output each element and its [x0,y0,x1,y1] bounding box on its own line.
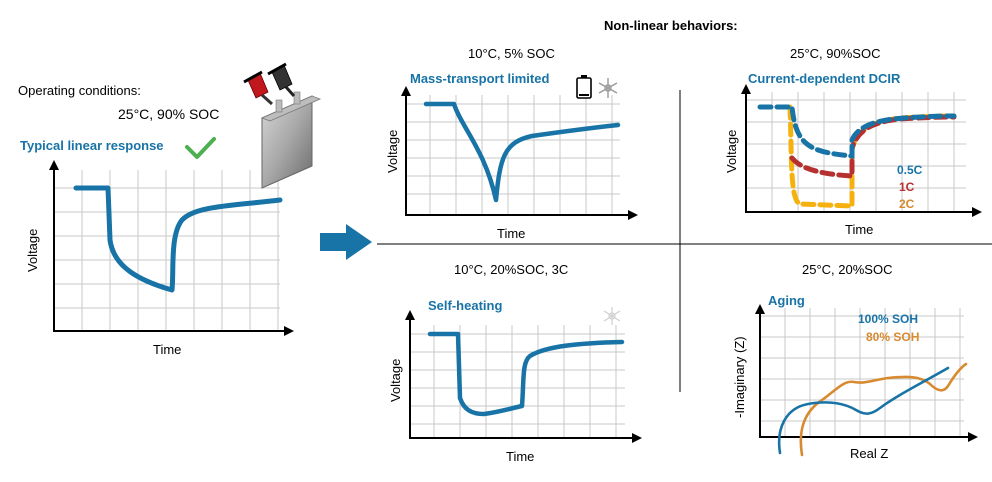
aging-xlabel: Real Z [850,446,889,461]
dcir-ylabel: Voltage [724,129,739,173]
dcir-condition: 25°C, 90%SOC [790,46,881,61]
probe-black-icon [267,62,296,97]
main-xlabel: Time [153,342,182,357]
nonlinear-header: Non-linear behaviors: [604,18,738,33]
aging-curve-80soh [799,362,968,457]
aging-curve-100soh [777,366,950,455]
aging-chart-grid [760,308,964,436]
probe-red-icon [243,70,274,106]
mass-condition: 10°C, 5% SOC [468,46,555,61]
snowflake-faint-icon [603,307,621,325]
typical-response-title: Typical linear response [20,138,164,153]
check-icon [185,137,216,159]
heat-voltage-curve [427,331,625,417]
aging-legend-100soh: 100% SOH [858,312,919,326]
aging-condition: 25°C, 20%SOC [802,262,893,277]
aging-title: Aging [768,293,805,308]
main-ylabel: Voltage [25,228,40,272]
low-battery-icon [576,75,592,99]
battery-cell-icon [260,91,322,189]
heat-ylabel: Voltage [388,358,403,402]
heat-condition: 10°C, 20%SOC, 3C [454,262,569,277]
dcir-chart-axes [741,84,982,217]
dcir-curve-05c [757,104,957,159]
mass-title: Mass-transport limited [410,71,550,86]
mass-chart-grid [406,95,620,214]
main-voltage-curve [73,185,283,293]
dcir-legend-1c: 1C [899,180,915,194]
aging-chart-axes [755,304,978,442]
main-chart-axes [49,160,294,336]
dcir-legend-2c: 2C [899,197,915,211]
heat-title: Self-heating [428,298,503,313]
operating-conditions-value: 25°C, 90% SOC [118,106,220,122]
mass-chart-axes [401,86,638,220]
heat-xlabel: Time [506,449,535,464]
mass-ylabel: Voltage [385,129,400,173]
aging-legend-80soh: 80% SOH [866,330,920,344]
snowflake-icon [598,78,618,98]
dcir-chart-grid [746,92,966,211]
main-chart-grid [54,170,280,330]
mass-xlabel: Time [497,226,526,241]
operating-conditions-label: Operating conditions: [18,83,141,98]
dcir-xlabel: Time [845,222,874,237]
dcir-legend-05c: 0.5C [897,163,923,177]
heat-chart-axes [405,310,642,443]
transition-arrow [320,224,372,260]
mass-voltage-curve [423,101,621,203]
dcir-title: Current-dependent DCIR [748,71,901,86]
aging-ylabel: -Imaginary (Z) [732,336,747,418]
